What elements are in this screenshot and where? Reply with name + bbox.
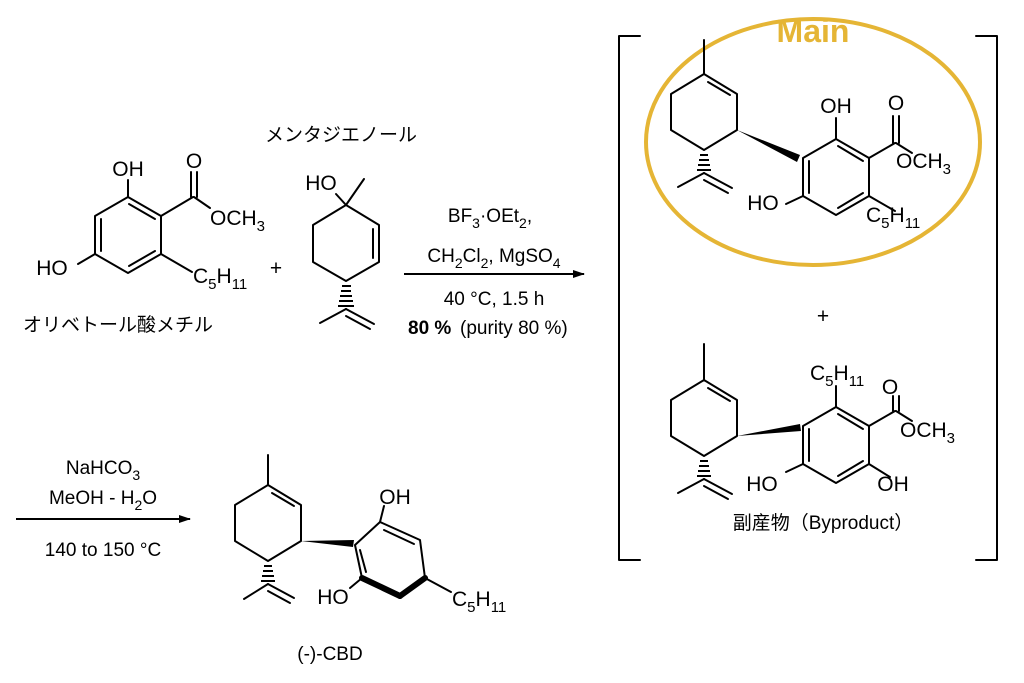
cbd-ho-label: HO [317,586,349,609]
step2-reagent: NaHCO3 [66,458,141,483]
byproduct-oh-label: OH [877,473,909,496]
cbd-oh-label: OH [379,486,411,509]
cbd-structure [234,454,452,604]
ho-label: HO [36,257,68,280]
cbd-name: (-)-CBD [297,644,362,665]
plus-sign: + [270,257,282,280]
byproduct-plus-sign: + [817,305,829,328]
main-ho-label: HO [747,192,779,215]
step2-conditions: 140 to 150 °C [45,540,161,561]
oh-label: OH [112,158,144,181]
main-carbonyl-o-label: O [888,92,904,115]
substrate-name: オリベトール酸メチル [23,314,213,336]
left-bracket [618,35,641,561]
och3-label: OCH3 [210,207,265,235]
main-c5h11-label: C5H11 [866,204,920,232]
step1-reagent: BF3·OEt2, [448,206,532,231]
carbonyl-o-label: O [186,150,202,173]
main-oh-label: OH [820,95,852,118]
main-och3-label: OCH3 [896,150,951,178]
step2-solvent: MeOH - H2O [49,488,157,513]
menthadienol-oh-label: HO [305,172,337,195]
byproduct-ho-label: HO [746,473,778,496]
right-bracket [975,35,998,561]
menthadienol-structure [312,178,380,330]
step1-solvent: CH2Cl2, MgSO4 [427,246,560,271]
cbd-c5h11-label: C5H11 [452,588,506,616]
c5h11-label: C5H11 [193,265,247,293]
byproduct-och3-label: OCH3 [900,419,955,447]
reagent-name: メンタジエノール [265,124,417,146]
byproduct-structure [670,343,913,500]
step1-conditions: 40 °C, 1.5 h [444,289,545,310]
step1-yield: 80 % [408,318,451,339]
main-highlight-ellipse [644,17,982,267]
byproduct-carbonyl-o-label: O [882,376,898,399]
main-label: Main [777,13,850,49]
methyl-olivetolate-structure [77,171,211,274]
byproduct-caption: 副産物（Byproduct） [733,512,914,534]
main-product-structure [670,39,913,216]
step1-purity: (purity 80 %) [460,318,568,339]
byproduct-c5h11-label: C5H11 [810,362,864,390]
